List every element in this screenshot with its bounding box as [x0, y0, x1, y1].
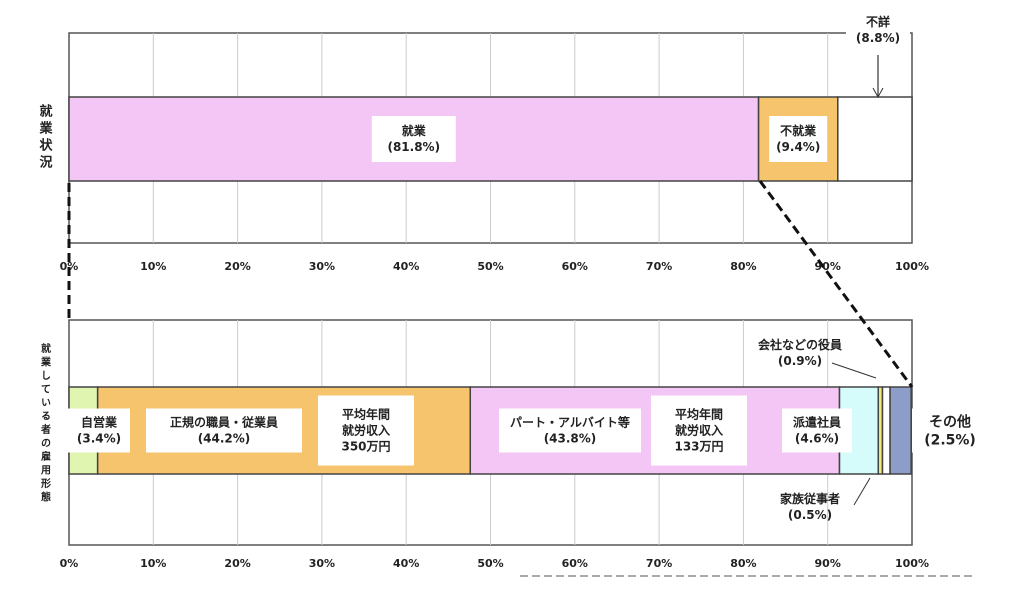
segment-label: 派遣社員 — [793, 415, 841, 430]
segment-label: (2.5%) — [924, 432, 976, 448]
arrowhead — [872, 87, 884, 99]
x-tick-label: 30% — [309, 260, 335, 273]
bar-segment — [889, 386, 912, 475]
label-box — [68, 408, 130, 453]
bar-segment — [837, 96, 913, 182]
segment-label: (9.4%) — [776, 140, 820, 154]
label-box — [782, 408, 852, 453]
x-tick-label: 10% — [140, 260, 166, 273]
arrow — [831, 362, 877, 379]
note-label: 平均年間 — [675, 407, 723, 422]
x-tick-label: 60% — [562, 260, 588, 273]
category-label: 就業している者の雇用形態 — [38, 343, 50, 505]
x-tick-label: 80% — [730, 260, 756, 273]
label-box — [769, 116, 828, 162]
label-box — [846, 10, 910, 52]
x-tick-label: 40% — [393, 557, 419, 570]
x-tick-label: 30% — [309, 557, 335, 570]
arrow — [853, 477, 871, 506]
segment-label: (4.6%) — [795, 432, 839, 446]
x-tick-label: 40% — [393, 260, 419, 273]
note-label: 350万円 — [341, 440, 390, 454]
segment-label: 家族従事者 — [780, 491, 840, 506]
label-box — [371, 116, 456, 162]
segment-label: 就業 — [402, 123, 427, 138]
segment-label: 不就業 — [780, 123, 817, 138]
x-tick-label: 70% — [646, 260, 672, 273]
segment-label: パート・アルバイト等 — [510, 415, 630, 430]
zoom-connector-line — [758, 180, 914, 388]
x-tick-label: 70% — [646, 557, 672, 570]
note-label: 133万円 — [674, 440, 723, 454]
category-label: 就業状況 — [36, 104, 52, 172]
segment-label: 不詳 — [866, 14, 890, 29]
segment-label: 正規の職員・従業員 — [170, 415, 278, 430]
segment-label: (8.8%) — [856, 31, 900, 45]
segment-label: (0.5%) — [788, 508, 832, 522]
x-tick-label: 10% — [140, 557, 166, 570]
segment-label: 会社などの役員 — [758, 337, 842, 352]
segment-label: 自営業 — [81, 415, 118, 430]
note-label: 就労収入 — [675, 423, 723, 438]
label-box — [318, 395, 414, 466]
x-tick-label: 80% — [730, 557, 756, 570]
segment-label: (44.2%) — [198, 432, 251, 446]
x-tick-label: 90% — [815, 557, 841, 570]
label-box — [499, 408, 641, 453]
x-tick-label: 0% — [60, 557, 79, 570]
x-tick-label: 50% — [477, 260, 503, 273]
x-tick-label: 100% — [895, 557, 929, 570]
segment-label: (0.9%) — [778, 354, 822, 368]
label-box — [146, 408, 302, 453]
x-tick-label: 60% — [562, 557, 588, 570]
x-tick-label: 20% — [224, 260, 250, 273]
x-tick-label: 100% — [895, 260, 929, 273]
x-tick-label: 0% — [60, 260, 79, 273]
x-tick-label: 20% — [224, 557, 250, 570]
segment-label: その他 — [929, 413, 971, 430]
bar-segment — [881, 386, 891, 475]
x-tick-label: 50% — [477, 557, 503, 570]
segment-label: (81.8%) — [387, 140, 440, 154]
segment-label: (3.4%) — [77, 432, 121, 446]
label-box — [651, 395, 747, 466]
note-label: 就労収入 — [342, 423, 390, 438]
note-label: 平均年間 — [342, 407, 390, 422]
segment-label: (43.8%) — [544, 432, 597, 446]
label-box — [912, 408, 988, 453]
